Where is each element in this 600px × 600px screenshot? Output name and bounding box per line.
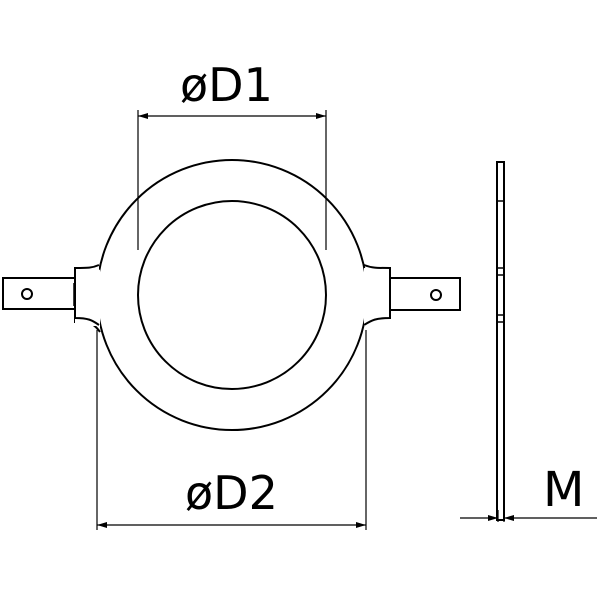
d2-label: øD2 xyxy=(185,466,278,520)
dimension-m xyxy=(460,510,597,522)
m-label: M xyxy=(543,462,585,518)
right-tab xyxy=(363,264,461,326)
left-tab-hole xyxy=(21,288,33,300)
d1-label: øD1 xyxy=(180,58,273,112)
right-tab-hole xyxy=(430,289,442,301)
front-view xyxy=(2,159,461,431)
inner-circle xyxy=(137,200,327,390)
left-tab xyxy=(2,264,101,333)
dimension-d1 xyxy=(137,110,327,250)
side-view xyxy=(496,161,505,521)
dimension-d2 xyxy=(96,330,367,530)
